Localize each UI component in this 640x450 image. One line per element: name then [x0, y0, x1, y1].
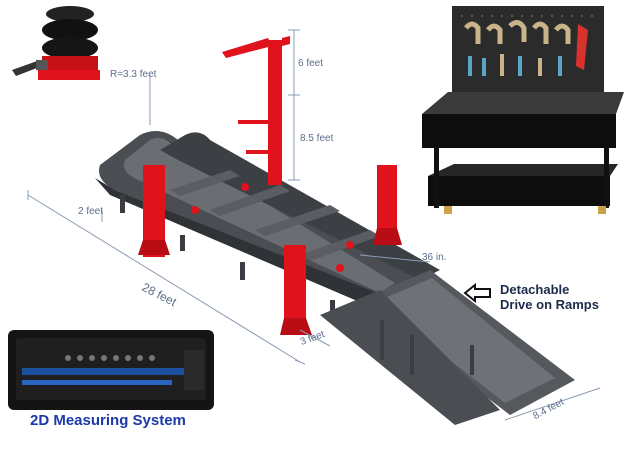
ramps-callout-line2: Drive on Ramps: [500, 297, 599, 312]
pulling-towers: [138, 36, 402, 335]
hanging-tools: [464, 20, 588, 76]
ramps-callout-line1: Detachable: [500, 282, 570, 297]
frame-rails: [95, 131, 440, 318]
tool-workbench-image: [422, 6, 624, 214]
dim-tower-top: 6 feet: [298, 58, 324, 69]
measuring-system-caption: 2D Measuring System: [30, 412, 186, 429]
drive-on-ramps: [320, 270, 575, 425]
measuring-system-case-image: [8, 330, 214, 410]
dim-tower-mid: 8.5 feet: [300, 133, 334, 144]
dimension-lines: [27, 29, 601, 421]
dim-ramp-gap: 36 in.: [422, 252, 447, 263]
ramps-callout: Detachable Drive on Ramps: [500, 282, 599, 312]
dim-bench-height: 2 feet: [78, 206, 104, 217]
hollow-left-arrow-icon: [463, 283, 491, 303]
air-jack-image: [12, 6, 100, 80]
dim-radius: R=3.3 feet: [110, 69, 157, 80]
